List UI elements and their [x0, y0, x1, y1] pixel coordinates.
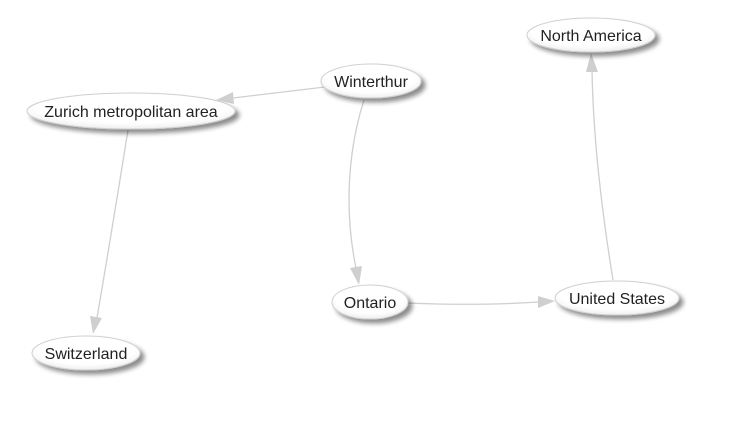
node-ontario[interactable]: Ontario: [331, 284, 409, 320]
edge-winterthur-to-ontario: [348, 99, 365, 285]
edge-united-states-to-north-america: [586, 53, 614, 281]
node-united-states[interactable]: United States: [554, 280, 680, 316]
edge-ontario-to-united-states: [406, 296, 555, 308]
node-label-zurich-metropolitan-area: Zurich metropolitan area: [44, 104, 218, 121]
node-label-winterthur: Winterthur: [334, 74, 408, 91]
node-north-america[interactable]: North America: [526, 17, 656, 53]
node-label-united-states: United States: [569, 291, 665, 308]
node-switzerland[interactable]: Switzerland: [31, 335, 141, 371]
node-label-switzerland: Switzerland: [45, 346, 128, 363]
node-zurich-metropolitan-area[interactable]: Zurich metropolitan area: [26, 92, 236, 130]
edge-zurich-to-switzerland: [90, 129, 129, 334]
node-winterthur[interactable]: Winterthur: [320, 63, 422, 99]
edge-winterthur-to-zurich: [216, 86, 326, 104]
node-label-ontario: Ontario: [344, 295, 397, 312]
nodes: Winterthur Zurich metropolitan area Swit…: [26, 17, 680, 371]
node-label-north-america: North America: [540, 28, 641, 45]
edges: [90, 53, 614, 334]
